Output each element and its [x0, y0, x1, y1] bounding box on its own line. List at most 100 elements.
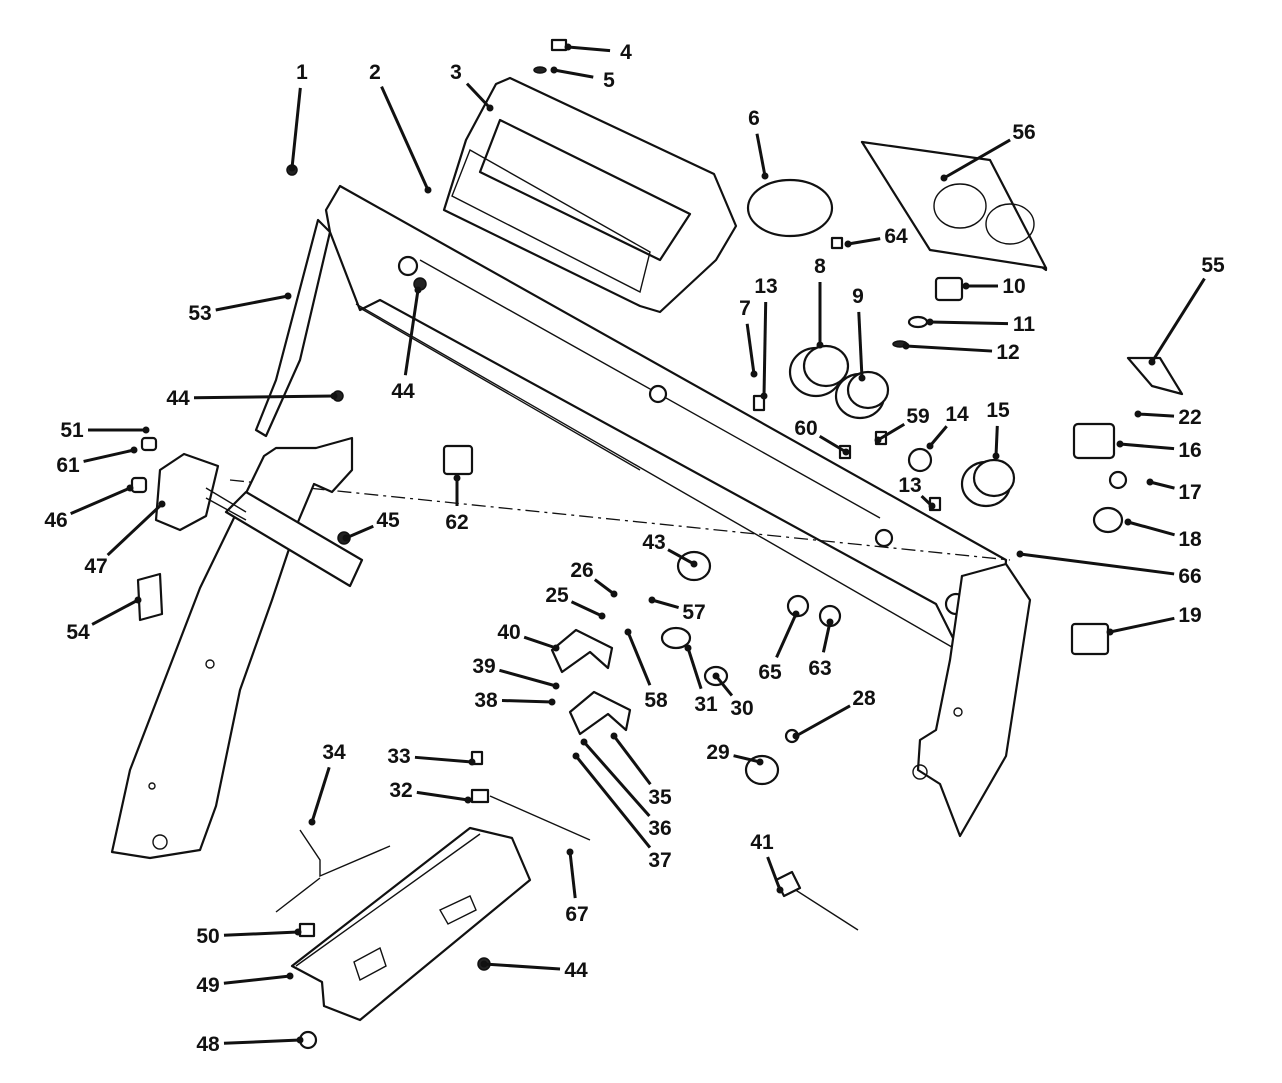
- switch-19: [1070, 622, 1110, 656]
- callout-label: 49: [196, 974, 219, 997]
- tube: [224, 490, 364, 588]
- leader-dot: [158, 500, 166, 508]
- callout-18: 18: [1124, 518, 1202, 551]
- callout-36: 36: [580, 738, 672, 840]
- leader-dot: [624, 628, 632, 636]
- callout-67: 67: [565, 848, 589, 926]
- callout-31: 31: [684, 644, 718, 716]
- leader-dot: [134, 596, 142, 604]
- leader-line: [223, 974, 291, 985]
- callout-63: 63: [808, 618, 834, 680]
- gauge-15: [960, 458, 1016, 508]
- leader-dot: [550, 66, 558, 74]
- callout-4: 4: [564, 41, 632, 64]
- callout-15: 15: [986, 399, 1010, 460]
- leader-dot: [962, 282, 970, 290]
- leader-dot: [464, 796, 472, 804]
- callout-61: 61: [56, 446, 138, 477]
- leader-line: [1137, 412, 1175, 418]
- leader-line: [582, 741, 651, 818]
- callout-14: 14: [926, 403, 969, 450]
- leader-line: [70, 486, 131, 516]
- callout-label: 30: [730, 697, 753, 720]
- leader-dot: [858, 374, 866, 382]
- callout-label: 66: [1178, 565, 1201, 588]
- callout-10: 10: [962, 275, 1026, 298]
- leader-dot: [712, 672, 720, 680]
- callout-32: 32: [389, 779, 472, 804]
- leader-dot: [572, 752, 580, 760]
- leader-dot: [690, 560, 698, 568]
- callout-59: 59: [874, 405, 930, 444]
- callout-19: 19: [1106, 604, 1202, 636]
- leader-dot: [296, 1036, 304, 1044]
- callout-label: 56: [1012, 121, 1035, 144]
- callout-label: 61: [56, 454, 80, 477]
- callout-26: 26: [570, 559, 618, 598]
- leader-line: [91, 598, 139, 626]
- leader-dot: [792, 732, 800, 740]
- callout-label: 43: [642, 531, 665, 554]
- leader-line: [403, 289, 420, 376]
- leader-dot: [286, 972, 294, 980]
- callout-3: 3: [450, 61, 494, 112]
- leader-dot: [940, 174, 948, 182]
- callout-label: 28: [852, 687, 876, 710]
- leader-dot: [1116, 440, 1124, 448]
- callout-label: 37: [648, 849, 671, 872]
- leader-line: [414, 755, 473, 764]
- wire-34: [299, 829, 391, 878]
- callout-label: 55: [1201, 254, 1225, 277]
- leader-dot: [1148, 358, 1156, 366]
- callout-label: 25: [545, 584, 569, 607]
- leader-dot: [610, 590, 618, 598]
- callout-11: 11: [926, 313, 1035, 336]
- leader-line: [106, 502, 164, 557]
- side-panel-right: [916, 562, 1032, 838]
- callout-16: 16: [1116, 439, 1202, 462]
- leader-line: [651, 598, 680, 610]
- leader-line: [755, 133, 767, 177]
- callout-5: 5: [550, 66, 615, 92]
- leader-dot: [330, 392, 338, 400]
- callout-label: 63: [808, 657, 831, 680]
- callout-label: 53: [188, 302, 211, 325]
- leader-line: [818, 434, 847, 454]
- callout-2: 2: [369, 61, 432, 194]
- callout-label: 9: [852, 285, 864, 308]
- callout-label: 26: [570, 559, 593, 582]
- switch-16: [1072, 422, 1116, 460]
- leader-dot: [342, 534, 350, 542]
- leader-dot: [816, 341, 824, 349]
- leader-dot: [288, 164, 296, 172]
- callout-label: 54: [66, 621, 90, 644]
- callout-35: 35: [610, 732, 672, 809]
- leader-dot: [1016, 550, 1024, 558]
- switch-62: [442, 444, 474, 476]
- callout-label: 51: [60, 419, 84, 442]
- callout-label: 19: [1178, 604, 1201, 627]
- knob-18: [1092, 506, 1124, 534]
- leader-line: [345, 524, 374, 540]
- callout-label: 45: [376, 509, 400, 532]
- callout-label: 32: [389, 779, 412, 802]
- leader-line: [465, 82, 492, 110]
- callout-label: 34: [322, 741, 346, 764]
- leader-line: [83, 448, 135, 463]
- callout-label: 62: [445, 511, 468, 534]
- leader-dot: [598, 612, 606, 620]
- leader-dot: [792, 610, 800, 618]
- leader-line: [667, 548, 695, 566]
- leader-line: [626, 631, 652, 686]
- leader-dot: [1106, 628, 1114, 636]
- callout-label: 60: [794, 417, 817, 440]
- leader-line: [223, 930, 299, 937]
- leader-line: [215, 294, 289, 312]
- callout-label: 2: [369, 61, 381, 84]
- callout-label: 47: [84, 555, 107, 578]
- leader-line: [193, 394, 335, 400]
- callout-57: 57: [648, 596, 706, 624]
- leader-line: [1119, 442, 1175, 451]
- leader-line: [994, 425, 999, 457]
